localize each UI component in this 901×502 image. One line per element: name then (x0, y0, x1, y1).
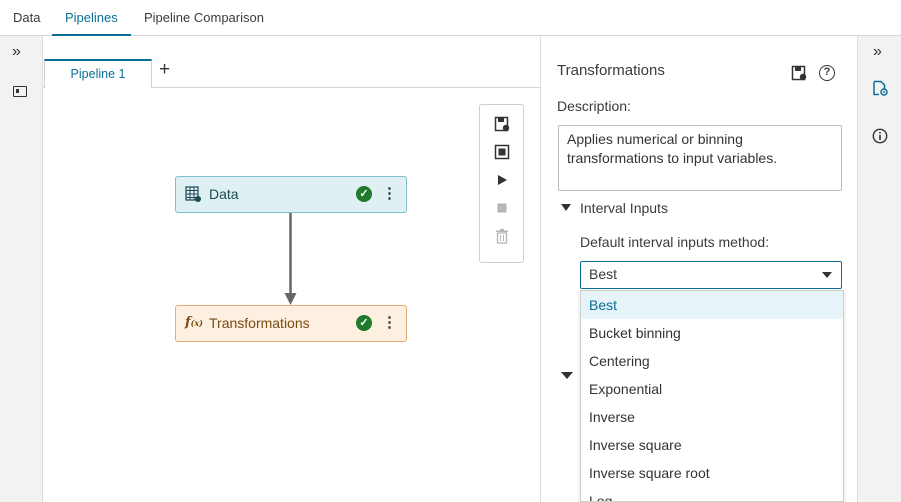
dropdown-option[interactable]: Exponential (589, 381, 663, 397)
select-node-icon[interactable] (494, 144, 510, 160)
node-menu-icon[interactable]: ⋮ (382, 314, 397, 331)
info-icon[interactable] (872, 128, 888, 144)
save-icon[interactable] (791, 65, 807, 81)
description-label: Description: (557, 98, 631, 114)
save-icon[interactable] (494, 116, 510, 132)
top-navigation: Data Pipelines Pipeline Comparison (0, 0, 901, 36)
chevron-down-icon (822, 272, 832, 278)
transformations-node-label: Transformations (209, 315, 310, 331)
data-node[interactable]: Data ✓ ⋮ (175, 176, 407, 213)
run-icon[interactable] (494, 172, 510, 188)
nav-tab-pipeline-comparison[interactable]: Pipeline Comparison (144, 10, 264, 25)
description-field[interactable]: Applies numerical or binning transformat… (558, 125, 842, 191)
canvas-toolbox (479, 104, 524, 263)
expand-right-panel-icon[interactable]: » (873, 43, 882, 60)
panel-toggle-icon[interactable] (13, 86, 27, 97)
nav-tab-pipelines[interactable]: Pipelines (52, 0, 131, 36)
properties-title: Transformations (557, 62, 665, 79)
nav-tab-data[interactable]: Data (13, 10, 41, 25)
dropdown-option[interactable]: Inverse square root (589, 465, 710, 481)
success-check-icon: ✓ (356, 186, 372, 202)
dropdown-option[interactable]: Inverse square (589, 437, 682, 453)
dropdown-option[interactable]: Inverse (589, 409, 635, 425)
dropdown-option[interactable]: Centering (589, 353, 650, 369)
dropdown-option[interactable]: Best (581, 291, 843, 319)
method-dropdown-list: Best Bucket binning Centering Exponentia… (580, 290, 844, 502)
dropdown-option[interactable]: Log (589, 493, 613, 502)
properties-panel: Transformations ? Description: Applies n… (540, 36, 857, 502)
node-properties-icon[interactable] (872, 80, 888, 96)
transformations-node[interactable]: f(x) Transformations ✓ ⋮ (175, 305, 407, 342)
pipeline-tab-bar: Pipeline 1 + (43, 36, 540, 88)
method-selected-value: Best (589, 266, 618, 282)
table-icon (185, 186, 201, 202)
method-select[interactable]: Best (580, 261, 842, 289)
success-check-icon: ✓ (356, 315, 372, 331)
left-rail: » (0, 36, 43, 502)
data-node-label: Data (209, 186, 239, 202)
help-icon[interactable]: ? (819, 65, 835, 81)
function-icon: f(x) (185, 315, 203, 330)
expand-left-panel-icon[interactable]: » (12, 43, 21, 60)
caret-down-icon[interactable] (561, 372, 573, 379)
stop-icon[interactable] (494, 200, 510, 216)
method-label: Default interval inputs method: (580, 234, 770, 250)
interval-inputs-label: Interval Inputs (580, 200, 668, 216)
caret-down-icon (561, 204, 571, 211)
dropdown-option[interactable]: Bucket binning (589, 325, 681, 341)
interval-inputs-section-toggle[interactable]: Interval Inputs (561, 200, 668, 216)
delete-icon[interactable] (494, 228, 510, 244)
add-pipeline-button[interactable]: + (159, 59, 171, 80)
right-rail: » (857, 36, 901, 502)
pipeline-canvas[interactable]: Data ✓ ⋮ f(x) Transformations ✓ ⋮ (43, 88, 540, 502)
pipeline-tab-1[interactable]: Pipeline 1 (44, 59, 152, 88)
node-menu-icon[interactable]: ⋮ (382, 185, 397, 202)
node-connector-arrow (284, 212, 297, 305)
